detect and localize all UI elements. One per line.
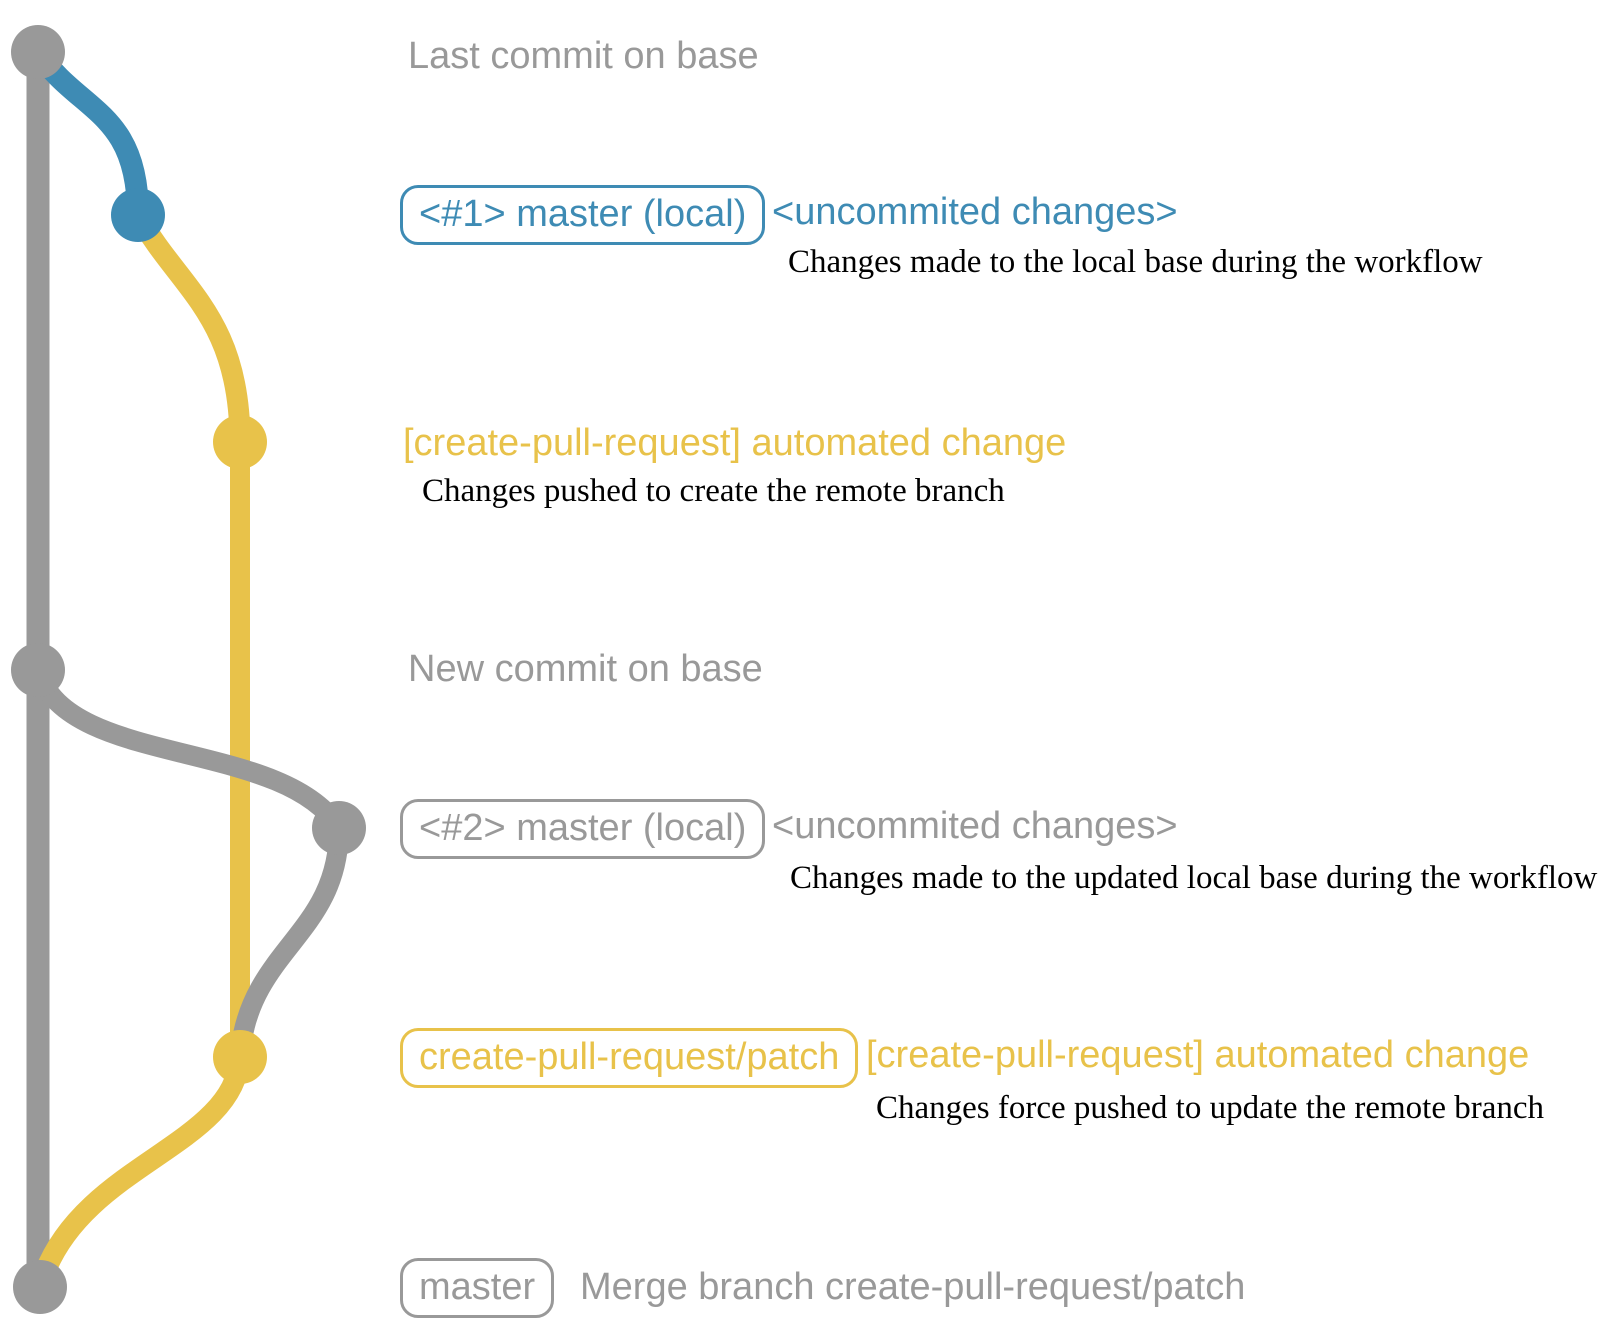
badge-master: master [400, 1258, 555, 1318]
remote-branch-merge-curve [35, 1055, 251, 1277]
local-changes-curve [28, 45, 149, 216]
badge-master-local-2: <#2> master (local) [400, 799, 766, 859]
description-local-changes-1: Changes made to the local base during th… [788, 243, 1483, 280]
description-push-update: Changes force pushed to update the remot… [876, 1089, 1545, 1126]
git-graph [11, 25, 366, 1314]
annotation-automated-change-2: [create-pull-request] automated change [866, 1034, 1530, 1077]
annotation-merge-branch: Merge branch create-pull-request/patch [580, 1266, 1246, 1309]
commit-dot-last-base [11, 25, 65, 79]
commit-dot-local-1 [111, 188, 165, 242]
annotation-last-commit-on-base: Last commit on base [408, 35, 759, 78]
base-update-curve [28, 666, 348, 834]
badge-create-pull-request-patch: create-pull-request/patch [400, 1028, 859, 1088]
badge-master-label: master [419, 1266, 536, 1308]
badge-master-local-1-label: <#1> master (local) [419, 193, 747, 235]
commit-dot-merge [13, 1260, 67, 1314]
remote-branch-create-curve [128, 209, 251, 443]
badge-master-local-2-label: <#2> master (local) [419, 807, 747, 849]
commit-dot-new-base [11, 643, 65, 697]
badge-master-local-1: <#1> master (local) [400, 185, 766, 245]
annotation-uncommited-changes-2: <uncommited changes> [772, 805, 1178, 848]
commit-dot-remote-update [213, 1030, 267, 1084]
commit-dot-local-2 [312, 801, 366, 855]
commit-dot-remote-create [213, 415, 267, 469]
annotation-automated-change-1: [create-pull-request] automated change [403, 422, 1067, 465]
local-rebase-curve [231, 827, 349, 1048]
description-local-changes-2: Changes made to the updated local base d… [790, 859, 1598, 896]
badge-create-pull-request-patch-label: create-pull-request/patch [419, 1036, 840, 1078]
annotation-uncommited-changes-1: <uncommited changes> [772, 191, 1178, 234]
description-push-create: Changes pushed to create the remote bran… [422, 472, 1005, 509]
annotation-new-commit-on-base: New commit on base [408, 648, 763, 691]
